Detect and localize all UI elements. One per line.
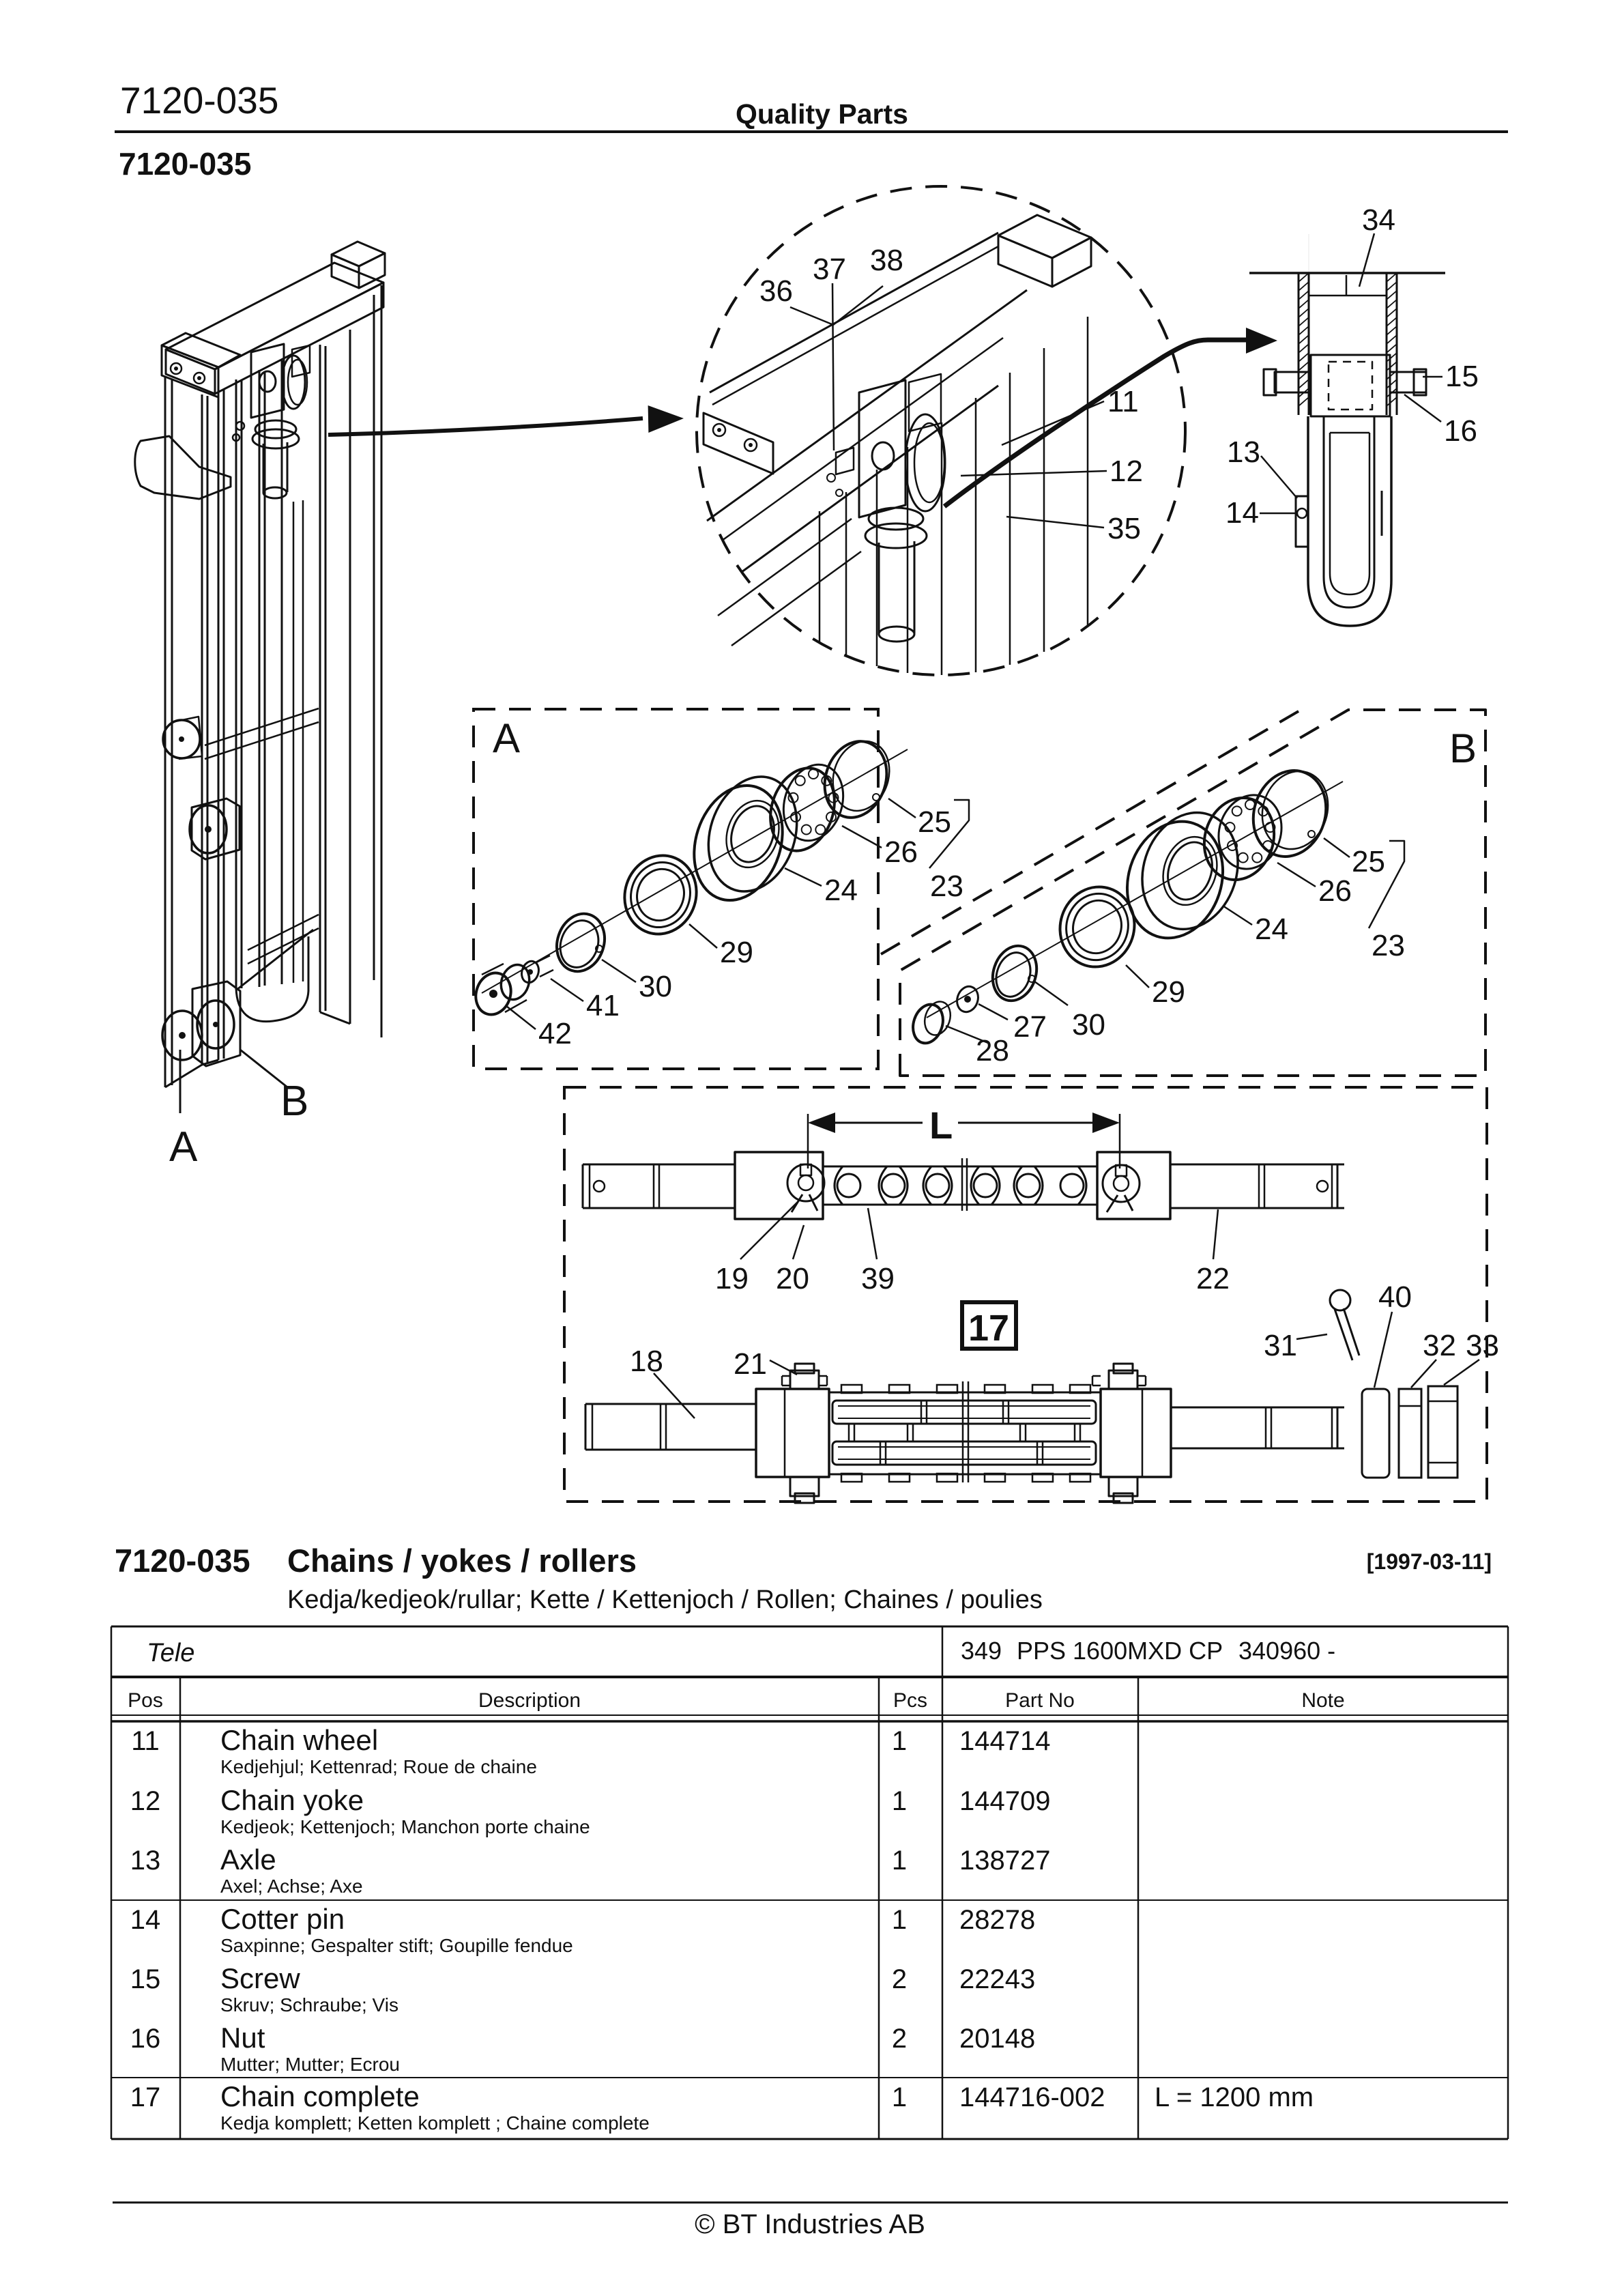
- svg-text:29: 29: [720, 936, 753, 969]
- svg-text:1: 1: [892, 1786, 907, 1816]
- svg-text:349: 349: [961, 1637, 1002, 1665]
- svg-text:31: 31: [1264, 1329, 1297, 1362]
- svg-text:26: 26: [1318, 874, 1352, 908]
- svg-text:1: 1: [892, 2082, 907, 2112]
- svg-text:7120-035: 7120-035: [115, 1542, 250, 1579]
- svg-text:17: 17: [130, 2082, 161, 2112]
- svg-text:23: 23: [930, 870, 963, 903]
- svg-text:20: 20: [776, 1262, 809, 1295]
- svg-text:Chains / yokes / rollers: Chains / yokes / rollers: [287, 1542, 637, 1579]
- svg-text:138727: 138727: [959, 1846, 1050, 1876]
- svg-text:39: 39: [861, 1262, 895, 1295]
- svg-text:24: 24: [824, 874, 858, 907]
- svg-text:Description: Description: [478, 1689, 581, 1712]
- svg-text:1: 1: [892, 1905, 907, 1935]
- svg-text:Pcs: Pcs: [893, 1689, 927, 1712]
- svg-text:37: 37: [813, 253, 846, 286]
- svg-text:40: 40: [1378, 1280, 1412, 1314]
- svg-text:Kedjehjul; Kettenrad; Roue de: Kedjehjul; Kettenrad; Roue de chaine: [220, 1756, 537, 1777]
- svg-text:Saxpinne; Gespalter stift; Gou: Saxpinne; Gespalter stift; Goupille fend…: [220, 1935, 573, 1956]
- svg-text:22: 22: [1196, 1262, 1230, 1295]
- svg-text:33: 33: [1466, 1329, 1499, 1362]
- svg-text:Chain wheel: Chain wheel: [220, 1724, 378, 1756]
- svg-text:42: 42: [538, 1017, 572, 1050]
- svg-text:34: 34: [1362, 203, 1395, 237]
- svg-text:Kedja komplett; Ketten komplet: Kedja komplett; Ketten komplett ; Chaine…: [220, 2112, 650, 2134]
- svg-text:340960 -: 340960 -: [1238, 1637, 1335, 1665]
- svg-text:PPS 1600MXD CP: PPS 1600MXD CP: [1017, 1637, 1223, 1665]
- svg-text:1: 1: [892, 1846, 907, 1876]
- svg-text:23: 23: [1372, 929, 1405, 962]
- svg-text:Note: Note: [1301, 1689, 1344, 1712]
- svg-text:13: 13: [1227, 435, 1260, 469]
- svg-text:28278: 28278: [959, 1905, 1035, 1935]
- svg-text:29: 29: [1152, 975, 1185, 1009]
- svg-text:20148: 20148: [959, 2024, 1035, 2054]
- svg-text:11: 11: [1107, 385, 1139, 418]
- svg-text:38: 38: [870, 244, 903, 277]
- svg-text:Kedja/kedjeok/rullar; Kette /: Kedja/kedjeok/rullar; Kette / Kettenjoch…: [287, 1585, 1043, 1614]
- svg-text:144716-002: 144716-002: [959, 2082, 1105, 2112]
- svg-text:13: 13: [130, 1846, 161, 1876]
- svg-text:32: 32: [1423, 1329, 1456, 1362]
- svg-text:L = 1200 mm: L = 1200 mm: [1155, 2082, 1314, 2112]
- svg-text:7120-035: 7120-035: [120, 79, 278, 121]
- svg-text:14: 14: [1226, 496, 1259, 530]
- svg-text:144714: 144714: [959, 1726, 1050, 1756]
- svg-text:Tele: Tele: [147, 1639, 194, 1667]
- svg-text:19: 19: [715, 1262, 749, 1295]
- svg-text:26: 26: [884, 835, 918, 869]
- svg-text:Kedjeok; Kettenjoch; Manchon p: Kedjeok; Kettenjoch; Manchon porte chain…: [220, 1816, 590, 1837]
- svg-text:21: 21: [734, 1347, 767, 1381]
- svg-text:© BT Industries AB: © BT Industries AB: [695, 2209, 925, 2239]
- svg-text:7120-035: 7120-035: [119, 146, 251, 182]
- svg-text:Quality Parts: Quality Parts: [736, 98, 908, 130]
- svg-text:27: 27: [1013, 1010, 1047, 1044]
- svg-text:25: 25: [1352, 845, 1385, 878]
- svg-text:Chain complete: Chain complete: [220, 2080, 420, 2112]
- svg-text:2: 2: [892, 2024, 907, 2054]
- svg-text:30: 30: [639, 970, 672, 1003]
- svg-text:18: 18: [630, 1345, 663, 1378]
- svg-text:Pos: Pos: [128, 1689, 163, 1712]
- svg-text:Axle: Axle: [220, 1843, 276, 1876]
- svg-text:12: 12: [130, 1786, 161, 1816]
- svg-text:Screw: Screw: [220, 1962, 300, 1994]
- svg-text:Cotter pin: Cotter pin: [220, 1903, 345, 1935]
- svg-text:28: 28: [976, 1034, 1009, 1067]
- svg-text:L: L: [929, 1104, 953, 1147]
- svg-text:1: 1: [892, 1726, 907, 1756]
- svg-text:A: A: [169, 1123, 198, 1171]
- svg-text:24: 24: [1255, 913, 1288, 946]
- svg-text:17: 17: [968, 1308, 1009, 1349]
- svg-text:A: A: [493, 715, 520, 761]
- svg-text:35: 35: [1107, 512, 1141, 545]
- svg-text:144709: 144709: [959, 1786, 1050, 1816]
- svg-text:15: 15: [1445, 360, 1479, 393]
- svg-text:Part No: Part No: [1005, 1689, 1075, 1712]
- svg-text:16: 16: [130, 2024, 161, 2054]
- svg-text:11: 11: [131, 1726, 160, 1756]
- svg-text:41: 41: [586, 989, 620, 1022]
- svg-text:22243: 22243: [959, 1964, 1035, 1994]
- svg-text:Mutter; Mutter; Ecrou: Mutter; Mutter; Ecrou: [220, 2054, 400, 2075]
- svg-text:12: 12: [1110, 455, 1143, 488]
- svg-text:Axel; Achse; Axe: Axel; Achse; Axe: [220, 1876, 363, 1897]
- svg-text:25: 25: [918, 805, 951, 839]
- svg-text:30: 30: [1072, 1008, 1105, 1042]
- svg-text:B: B: [1449, 726, 1477, 771]
- svg-text:Skruv; Schraube; Vis: Skruv; Schraube; Vis: [220, 1994, 398, 2015]
- svg-text:Chain yoke: Chain yoke: [220, 1784, 364, 1816]
- svg-text:[1997-03-11]: [1997-03-11]: [1367, 1549, 1492, 1574]
- svg-text:16: 16: [1444, 414, 1477, 448]
- svg-text:14: 14: [130, 1905, 161, 1935]
- svg-text:36: 36: [759, 274, 793, 308]
- svg-text:15: 15: [130, 1964, 161, 1994]
- svg-text:2: 2: [892, 1964, 907, 1994]
- svg-text:Nut: Nut: [220, 2022, 265, 2054]
